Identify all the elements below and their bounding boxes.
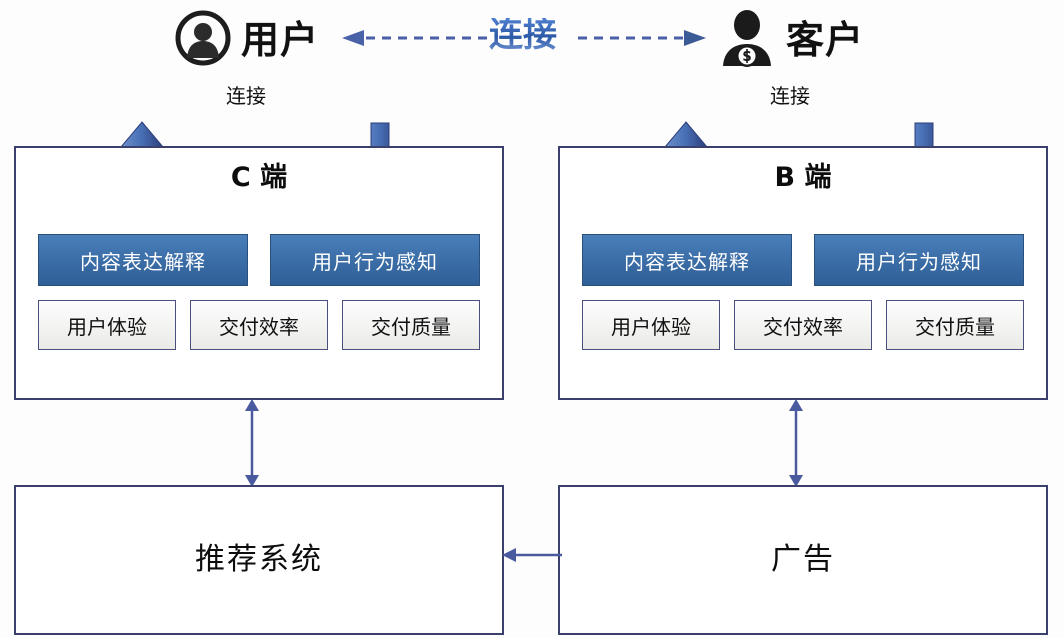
actor-customer-label: 客户: [786, 18, 865, 62]
panel-b-blue-row: 内容表达解释 用户行为感知: [582, 234, 1024, 286]
metric-box-user-experience-b[interactable]: 用户体验: [582, 300, 720, 350]
panel-b-light-row: 用户体验 交付效率 交付质量: [582, 300, 1024, 350]
bottom-box-advertising-label: 广告: [771, 542, 835, 577]
capability-box-content-expression-b[interactable]: 内容表达解释: [582, 234, 792, 286]
panel-b-title: B 端: [774, 162, 832, 193]
capability-box-user-behavior-c[interactable]: 用户行为感知: [270, 234, 480, 286]
bottom-box-recommender-label: 推荐系统: [195, 542, 323, 577]
metric-box-delivery-efficiency-b[interactable]: 交付效率: [734, 300, 872, 350]
sublabel-connect-right: 连接: [770, 84, 810, 108]
metric-box-delivery-quality-c[interactable]: 交付质量: [342, 300, 480, 350]
bottom-box-recommender-system[interactable]: 推荐系统: [14, 485, 504, 635]
panel-c-title: C 端: [230, 162, 288, 193]
panel-c-light-row: 用户体验 交付效率 交付质量: [38, 300, 480, 350]
sublabel-connect-left: 连接: [226, 84, 266, 108]
double-arrow-c-to-recommender: [241, 398, 263, 492]
bottom-box-advertising[interactable]: 广告: [558, 485, 1048, 635]
capability-box-user-behavior-b[interactable]: 用户行为感知: [814, 234, 1024, 286]
actor-user: 用户: [175, 10, 319, 70]
actor-customer: S 客户: [718, 8, 864, 72]
metric-box-delivery-quality-b[interactable]: 交付质量: [886, 300, 1024, 350]
metric-box-delivery-efficiency-c[interactable]: 交付效率: [190, 300, 328, 350]
arrow-ads-to-recommender: [500, 546, 562, 568]
customer-money-icon: S: [718, 8, 776, 72]
capability-box-content-expression-c[interactable]: 内容表达解释: [38, 234, 248, 286]
connection-arrow-right: [578, 28, 708, 52]
connection-label: 连接: [489, 15, 557, 55]
panel-c-end[interactable]: C 端 内容表达解释 用户行为感知 用户体验 交付效率 交付质量: [14, 146, 504, 400]
double-arrow-b-to-ads: [785, 398, 807, 492]
panel-c-blue-row: 内容表达解释 用户行为感知: [38, 234, 480, 286]
panel-b-end[interactable]: B 端 内容表达解释 用户行为感知 用户体验 交付效率 交付质量: [558, 146, 1048, 400]
actor-user-label: 用户: [241, 18, 320, 62]
user-avatar-icon: [175, 10, 231, 70]
connection-arrow-left: [340, 28, 490, 52]
metric-box-user-experience-c[interactable]: 用户体验: [38, 300, 176, 350]
